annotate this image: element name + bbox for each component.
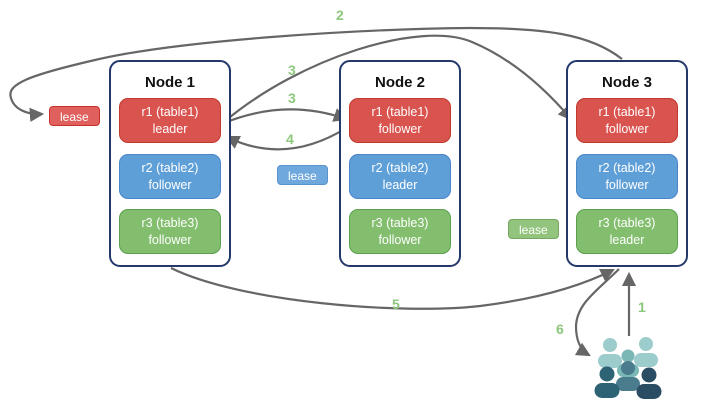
node-3-replica-r2: r2 (table2) follower [576,154,678,199]
step-label-1: 1 [638,299,646,315]
arrow-step3-node1-to-node3 [223,34,573,123]
node-1: Node 1 r1 (table1) leader r2 (table2) fo… [109,60,231,267]
step-label-5: 5 [392,296,400,312]
user-front-center [616,361,640,391]
step-label-3-lower: 3 [288,90,296,106]
replica-name: r3 (table3) [371,216,429,231]
node-1-replica-r2: r2 (table2) follower [119,154,221,199]
node-1-title: Node 1 [144,74,195,91]
lease-tag-table2: lease [277,165,328,185]
arrow-step2-node3-to-lease1 [9,26,623,122]
node-3-title: Node 3 [601,74,652,91]
replica-name: r3 (table3) [598,216,656,231]
users-group-icon [594,337,662,399]
step-label-4: 4 [286,131,294,147]
replica-role: leader [609,232,645,247]
node-1-replica-r1: r1 (table1) leader [119,98,221,143]
replica-name: r2 (table2) [598,161,656,176]
lease-tag-table1: lease [49,106,100,126]
replica-role: follower [148,232,192,247]
replica-name: r1 (table1) [371,105,429,120]
lease-tag-table3: lease [508,219,559,239]
node-3: Node 3 r1 (table1) follower r2 (table2) … [566,60,688,267]
step-label-3-upper: 3 [288,62,296,78]
arrow-step3-node1-to-node2 [223,108,349,125]
user-back-right [634,337,658,367]
replica-role: follower [378,121,422,136]
user-front-left [594,366,620,398]
replica-name: r1 (table1) [598,105,656,120]
node-2: Node 2 r1 (table1) follower r2 (table2) … [339,60,461,267]
replica-role: leader [152,121,188,136]
node-2-replica-r1: r1 (table1) follower [349,98,451,143]
node-2-replica-r3: r3 (table3) follower [349,209,451,254]
replica-role: leader [382,177,418,192]
replica-role: follower [605,121,649,136]
node-3-replica-r3: r3 (table3) leader [576,209,678,254]
node-3-replica-r1: r1 (table1) follower [576,98,678,143]
node-1-replica-r3: r3 (table3) follower [119,209,221,254]
replica-name: r2 (table2) [371,161,429,176]
replica-name: r2 (table2) [141,161,199,176]
step-label-2: 2 [336,7,344,23]
arrow-step4-node2-to-node1 [225,126,349,151]
arrow-step5-node1-to-node3 [170,267,615,310]
replica-role: follower [605,177,649,192]
replica-role: follower [378,232,422,247]
arrow-step6-node3-to-users [574,268,620,357]
replica-role: follower [148,177,192,192]
user-back-left [598,338,622,368]
user-front-right [636,367,662,399]
replica-name: r1 (table1) [141,105,199,120]
replica-name: r3 (table3) [141,216,199,231]
node-2-replica-r2: r2 (table2) leader [349,154,451,199]
node-2-title: Node 2 [374,74,425,91]
step-label-6: 6 [556,321,564,337]
